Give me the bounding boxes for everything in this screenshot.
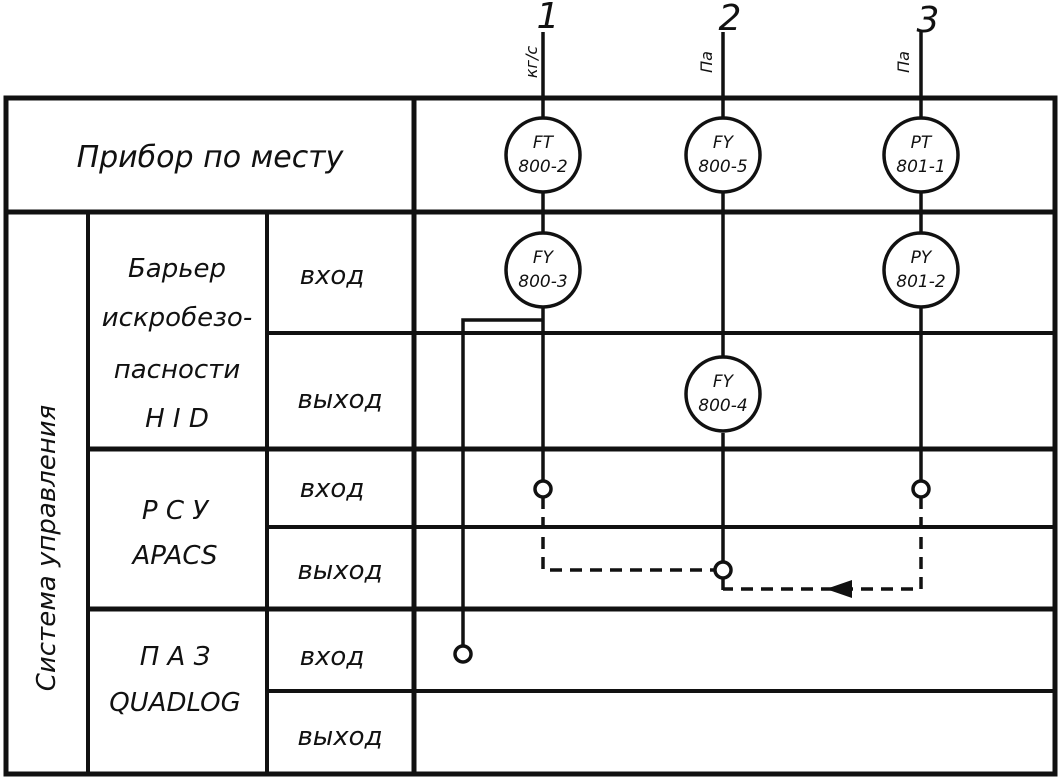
esd-label-line-2: QUADLOG — [109, 688, 241, 718]
table-grid — [3, 95, 1058, 777]
instrument-function: FT — [533, 133, 555, 153]
instrument-number: 800-2 — [518, 157, 567, 177]
esd-input-point — [453, 644, 473, 664]
column-1-branch-to-esd — [461, 318, 543, 646]
barrier-label-line-3: пасности — [114, 355, 240, 385]
column-3-number: 3 — [917, 0, 940, 41]
barrier-label-line-2: искробезо- — [102, 303, 252, 333]
instrument-number: 800-5 — [698, 157, 747, 177]
instrument-fy-800-3: FY 800-3 — [504, 231, 582, 309]
column-1-number: 1 — [537, 0, 560, 37]
dcs-label: Р С У APACS — [130, 496, 217, 571]
dcs-output-point-col2 — [713, 560, 733, 580]
instrument-function: PT — [911, 133, 933, 153]
instrument-fy-800-4: FY 800-4 — [684, 355, 762, 433]
control-system-label: Система управления — [32, 405, 62, 692]
barrier-label-line-4: H I D — [145, 404, 209, 434]
field-device-label: Прибор по месту — [77, 140, 345, 175]
instrument-bubble — [882, 116, 960, 194]
dcs-label-line-2: APACS — [130, 541, 217, 571]
dcs-link-col3-to-col2 — [723, 497, 923, 591]
column-3-unit: Па — [894, 51, 913, 73]
instrument-bubble — [684, 355, 762, 433]
instrument-function: FY — [713, 372, 735, 392]
dcs-input-point-col1 — [533, 479, 553, 499]
instrument-bubble — [504, 231, 582, 309]
instrument-bubble — [504, 116, 582, 194]
instrument-number: 800-4 — [698, 396, 747, 416]
dcs-input-label: вход — [300, 474, 365, 504]
connection-points — [453, 479, 931, 664]
table-border — [3, 95, 1058, 777]
barrier-label-line-1: Барьер — [128, 254, 226, 284]
dcs-input-point-col3 — [911, 479, 931, 499]
column-1-unit: кг/с — [522, 46, 541, 78]
dcs-output-label: выход — [297, 556, 382, 586]
esd-output-label: выход — [297, 722, 382, 752]
esd-input-label: вход — [300, 642, 365, 672]
barrier-input-label: вход — [300, 261, 365, 291]
instrument-pt-801-1: PT 801-1 — [882, 116, 960, 194]
instrument-ft-800-2: FT 800-2 — [504, 116, 582, 194]
instrument-fy-800-5: FY 800-5 — [684, 116, 762, 194]
instrument-function: FY — [533, 248, 555, 268]
instrument-bubble — [684, 116, 762, 194]
barrier-output-label: выход — [297, 385, 382, 415]
software-links — [541, 497, 923, 591]
instrument-number: 801-1 — [896, 157, 945, 177]
arrow-left-icon — [826, 580, 852, 598]
dcs-label-line-1: Р С У — [142, 496, 210, 526]
instrument-number: 800-3 — [518, 272, 567, 292]
instrument-function: FY — [713, 133, 735, 153]
esd-label-line-1: П А З — [140, 642, 211, 672]
instrument-py-801-2: PY 801-2 — [882, 231, 960, 309]
instrument-number: 801-2 — [896, 272, 945, 292]
barrier-label: Барьер искробезо- пасности H I D — [102, 254, 252, 434]
dcs-link-col1-to-col2 — [541, 497, 715, 572]
instrument-function: PY — [911, 248, 933, 268]
column-2-unit: Па — [697, 51, 716, 73]
signal-lines — [461, 32, 923, 646]
instrument-bubble — [882, 231, 960, 309]
column-2-number: 2 — [719, 0, 742, 39]
esd-label: П А З QUADLOG — [109, 642, 241, 718]
